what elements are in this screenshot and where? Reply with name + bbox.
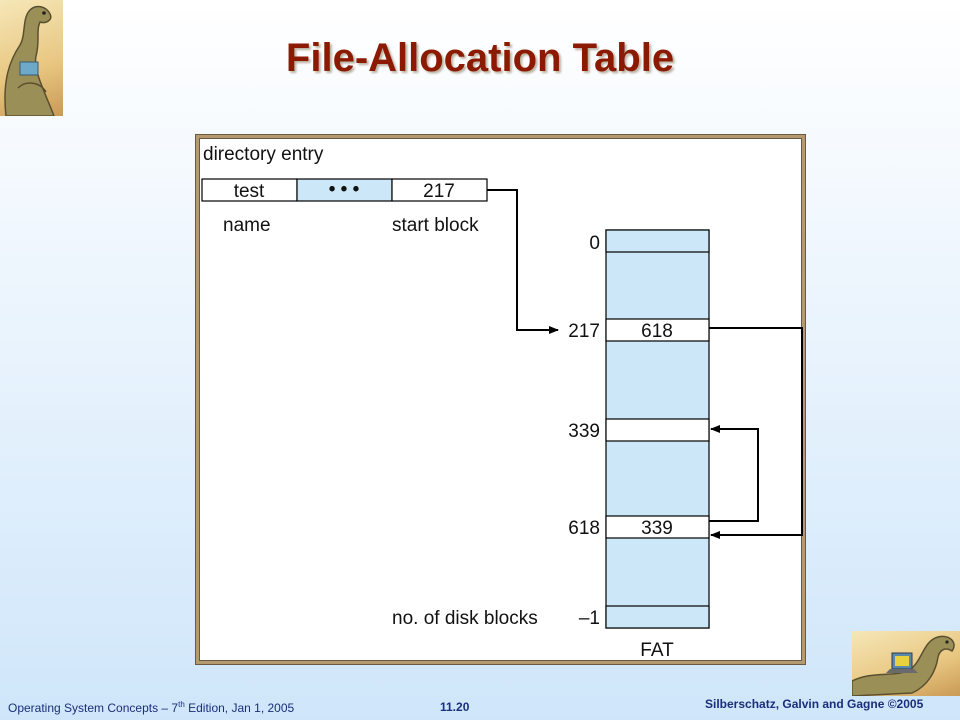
- fat-618-to-339-arrow: [709, 425, 759, 522]
- fat-row-last: [605, 605, 710, 629]
- fat-row-618: [605, 515, 710, 539]
- fat-index-0: 0: [589, 233, 600, 254]
- fat-row-217: [605, 318, 710, 342]
- fat-index-last: –1: [579, 608, 600, 629]
- name-field-label: name: [223, 215, 271, 236]
- entry-middle-value: • • •: [329, 179, 360, 200]
- disk-blocks-label: no. of disk blocks: [392, 608, 538, 629]
- dinosaur-laptop-logo-icon: [852, 631, 960, 696]
- footer-book-title: Operating System Concepts – 7th Edition,…: [8, 700, 295, 715]
- slide-title: File-Allocation Table: [285, 36, 675, 80]
- fat-index-618: 618: [568, 518, 600, 539]
- entry-name-value: test: [234, 181, 265, 202]
- footer-copyright: Silberschatz, Galvin and Gagne ©2005: [705, 697, 924, 711]
- fat-diagram: directory entry test • • • 217 name star…: [195, 134, 806, 665]
- fat-row-339: [605, 418, 710, 442]
- directory-entry-label: directory entry: [203, 144, 324, 165]
- fat-row-0: [605, 229, 710, 253]
- footer-page-number: 11.20: [440, 700, 470, 714]
- fat-index-339: 339: [568, 421, 600, 442]
- fat-value-618: 339: [641, 518, 673, 539]
- fat-index-217: 217: [568, 321, 600, 342]
- fat-217-to-618-arrow: [709, 327, 803, 539]
- start-block-field-label: start block: [392, 215, 479, 236]
- dinosaur-logo-icon: [0, 0, 63, 116]
- fat-value-217: 618: [641, 321, 673, 342]
- start-block-pointer-arrow: [487, 189, 559, 334]
- fat-label: FAT: [640, 640, 674, 661]
- entry-start-value: 217: [423, 181, 455, 202]
